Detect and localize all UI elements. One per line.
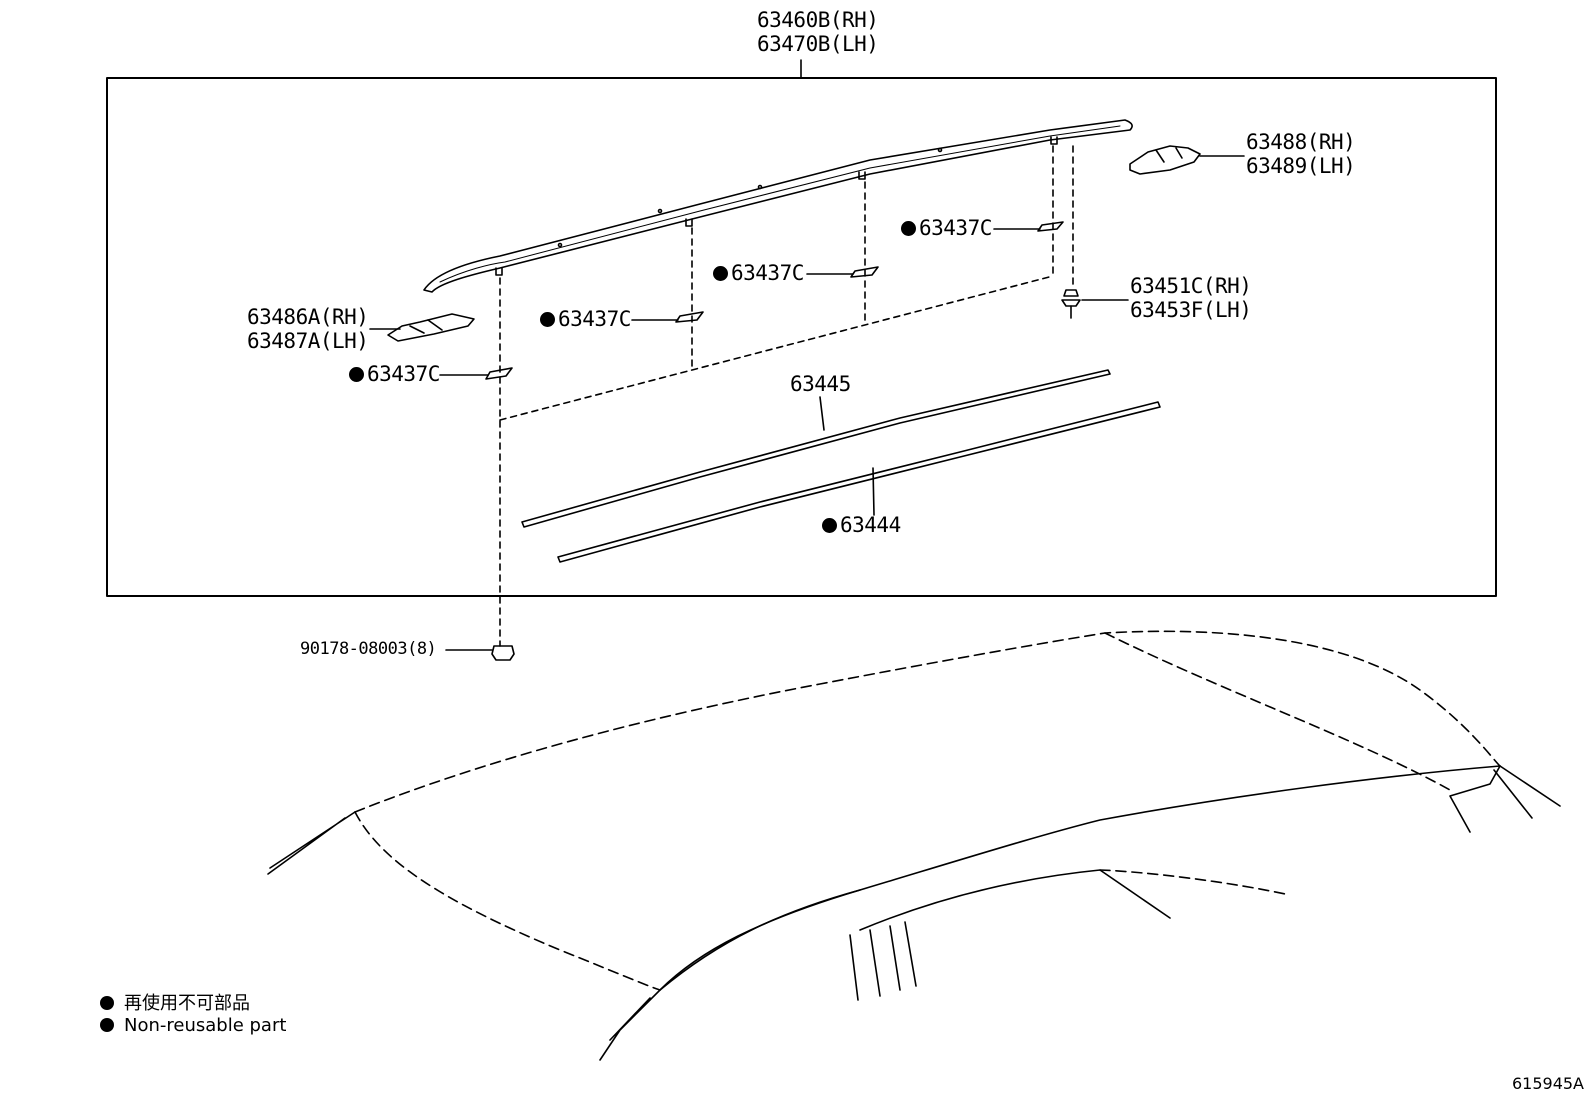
figure-code: 615945A (1511, 1074, 1584, 1093)
label-clip-2: 63437C (540, 307, 631, 331)
label-bolt-lh: 63453F(LH) (1130, 298, 1252, 322)
stud-bolt (1061, 289, 1129, 319)
label-rear-cover-rh: 63488(RH) (1246, 130, 1356, 154)
label-bolt-rh: 63451C(RH) (1130, 274, 1252, 298)
label-gasket: 63444 (822, 513, 901, 537)
non-reusable-dot-icon (100, 1018, 114, 1032)
non-reusable-dot-icon (822, 518, 837, 533)
clip-4 (993, 221, 1064, 232)
label-roof-rail-lh: 63470B(LH) (757, 32, 879, 56)
clip-2 (631, 311, 704, 323)
nut-90178 (445, 645, 515, 661)
clip-1-number: 63437C (367, 362, 440, 386)
moulding-63445 (521, 369, 1111, 528)
clip-2-number: 63437C (558, 307, 631, 331)
gasket-63444 (557, 401, 1161, 563)
label-nut: 90178-08003(8) (300, 639, 437, 659)
roof-rail (423, 119, 1133, 293)
clip-1 (439, 367, 513, 380)
label-front-cover-rh: 63486A(RH) (247, 305, 369, 329)
non-reusable-dot-icon (713, 266, 728, 281)
gasket-number: 63444 (840, 513, 901, 537)
legend-en-text: Non-reusable part (124, 1015, 287, 1036)
clip-3-number: 63437C (731, 261, 804, 285)
legend-ja: 再使用不可部品 (100, 989, 250, 1015)
legend-ja-text: 再使用不可部品 (124, 993, 250, 1014)
non-reusable-dot-icon (100, 996, 114, 1010)
label-clip-3: 63437C (713, 261, 804, 285)
non-reusable-dot-icon (901, 221, 916, 236)
label-front-cover-lh: 63487A(LH) (247, 329, 369, 353)
front-end-cover (369, 313, 475, 342)
label-roof-rail-rh: 63460B(RH) (757, 8, 879, 32)
label-rear-cover-lh: 63489(LH) (1246, 154, 1356, 178)
non-reusable-dot-icon (540, 312, 555, 327)
label-clip-4: 63437C (901, 216, 992, 240)
label-clip-1: 63437C (349, 362, 440, 386)
non-reusable-dot-icon (349, 367, 364, 382)
legend-en: Non-reusable part (100, 1015, 286, 1036)
clip-4-number: 63437C (919, 216, 992, 240)
clip-3 (806, 266, 879, 278)
label-moulding: 63445 (790, 372, 851, 396)
car-roof-outline (267, 630, 1561, 1061)
assembly-dashed-lines (499, 145, 1074, 647)
rear-end-cover (1129, 145, 1245, 175)
